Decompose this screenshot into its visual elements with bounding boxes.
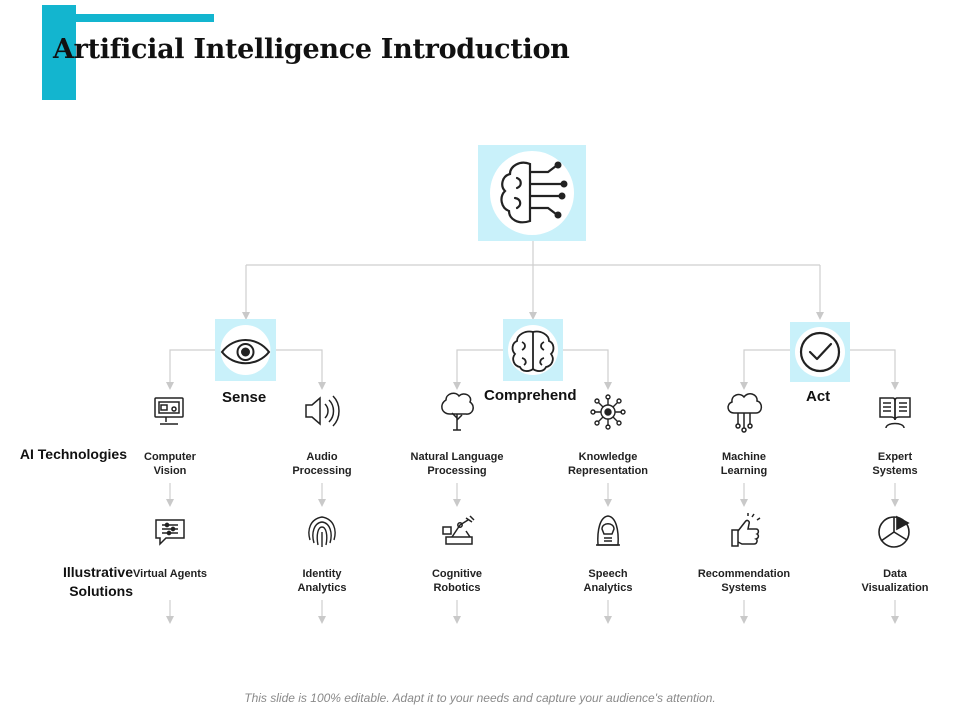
solution-label-speech-analytics: Speech Analytics	[583, 568, 633, 594]
page-title: Artificial Intelligence Introduction	[53, 34, 570, 65]
accent-stripe	[76, 14, 214, 22]
solution-label-identity-analytics: Identity Analytics	[297, 568, 347, 594]
solution-label-data-visualization: Data Visualization	[861, 568, 929, 594]
category-node-comprehend	[503, 319, 563, 381]
tech-label-natural-language-processing: Natural Language Processing	[410, 451, 504, 477]
chat-settings-icon	[155, 519, 185, 546]
tree-icon	[441, 392, 474, 431]
fingerprint-icon	[308, 516, 336, 547]
hooded-person-icon	[596, 515, 620, 546]
network-hub-icon	[590, 394, 626, 430]
solution-label-recommendation-systems: Recommendation Systems	[697, 568, 791, 594]
cloud-circuit-icon	[727, 393, 763, 433]
row-label-illustrative-solutions: Illustrative Solutions	[62, 564, 133, 599]
eye-icon	[220, 339, 271, 365]
category-label-comprehend: Comprehend	[484, 387, 577, 404]
tech-label-computer-vision: Computer Vision	[144, 451, 196, 477]
tech-label-machine-learning: Machine Learning	[720, 451, 768, 477]
open-book-icon	[879, 397, 911, 429]
pie-chart-icon	[878, 515, 910, 548]
computer-monitor-icon	[154, 397, 184, 425]
solution-label-virtual-agents: Virtual Agents	[133, 568, 207, 580]
tech-label-audio-processing: Audio Processing	[292, 451, 352, 477]
robot-arm-icon	[442, 515, 475, 545]
accent-bar	[42, 5, 76, 100]
row-label-ai-technologies: AI Technologies	[19, 446, 127, 462]
solution-label-cognitive-robotics: Cognitive Robotics	[431, 568, 483, 594]
connectors	[166, 241, 899, 624]
brain-circuit-icon	[500, 161, 568, 224]
speaker-icon	[305, 395, 340, 427]
root-node	[478, 145, 586, 241]
thumbs-up-icon	[731, 513, 761, 547]
footer-note: This slide is 100% editable. Adapt it to…	[244, 691, 716, 705]
brain-icon	[511, 330, 555, 372]
category-label-act: Act	[806, 388, 831, 405]
category-label-sense: Sense	[222, 389, 267, 406]
category-node-act	[790, 322, 850, 382]
tech-label-knowledge-representation: Knowledge Representation	[567, 451, 649, 477]
tech-label-expert-systems: Expert Systems	[872, 451, 918, 477]
category-node-sense	[215, 319, 276, 381]
check-circle-icon	[799, 331, 841, 373]
